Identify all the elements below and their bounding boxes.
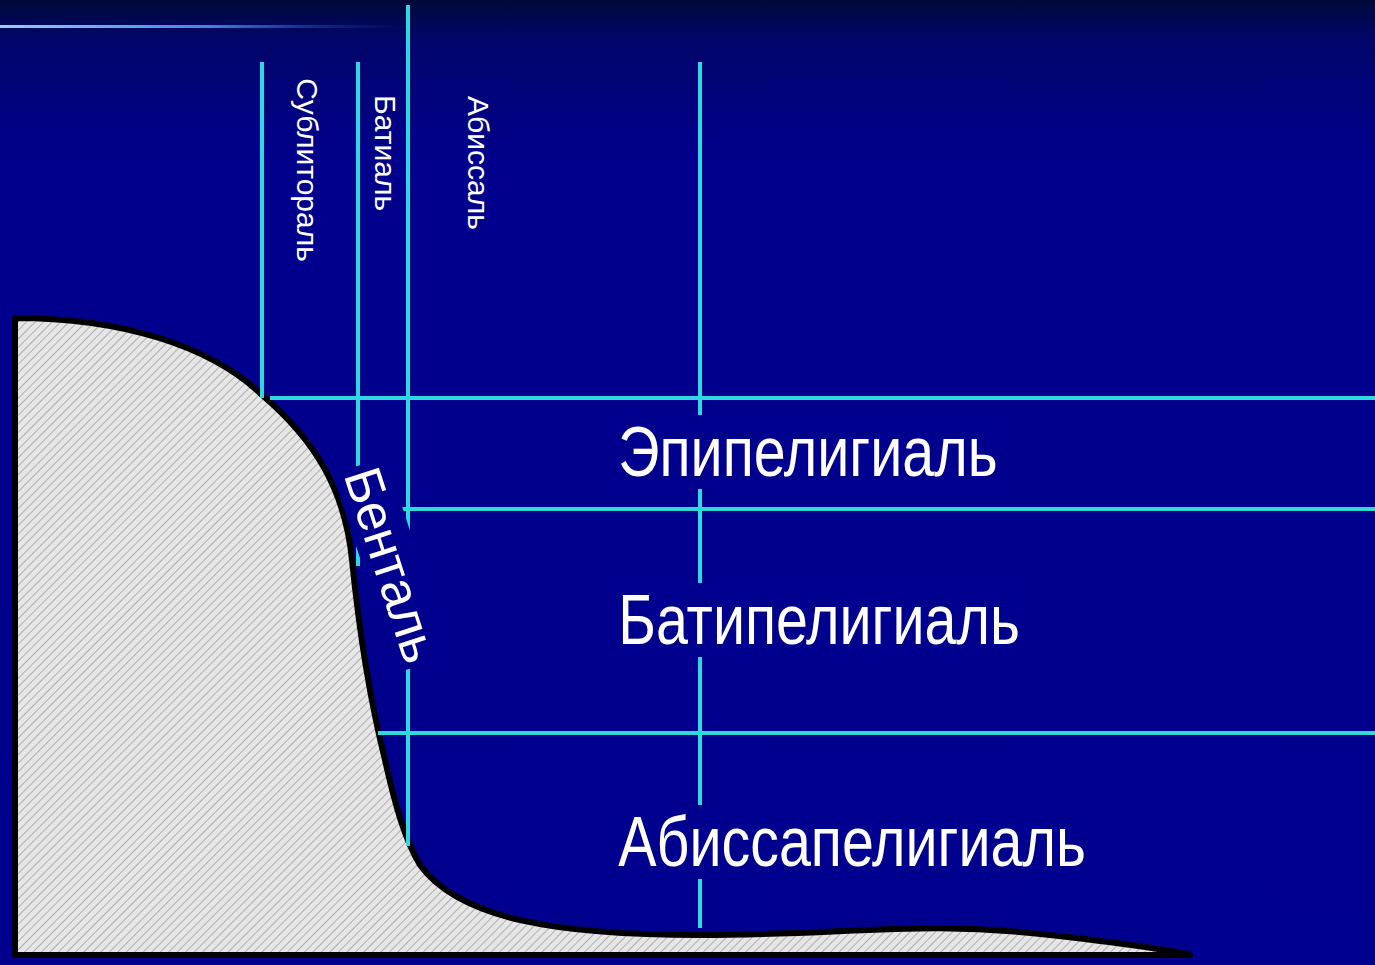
pelagic-zone-name: Абиссапелигиаль: [615, 805, 1089, 879]
zone-name: Абиссаль: [463, 96, 493, 230]
pelagic-zone-name: Эпипелигиаль: [615, 415, 1001, 489]
zone-name: Батиаль: [370, 95, 400, 211]
zone-lines: [262, 5, 1375, 928]
pelagic-zone-name: Батипелигиаль: [615, 583, 1023, 657]
top-rule: [0, 25, 420, 28]
sea-floor: [15, 318, 1190, 955]
zone-name: Сублитораль: [292, 78, 322, 262]
